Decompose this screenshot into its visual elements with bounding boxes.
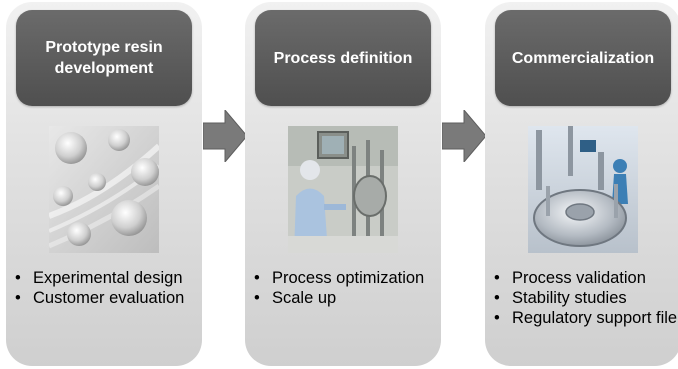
industrial-reactor-image [528, 126, 638, 253]
stage-header: Process definition [255, 10, 431, 106]
stage-header: Commercialization [495, 10, 671, 106]
lab-operator-image [288, 126, 398, 253]
resin-spheres-image [49, 126, 159, 253]
arrow-right-icon [203, 110, 247, 162]
stage-bullet-list: Experimental design Customer evaluation [12, 268, 200, 308]
stage-commercialization: Commercialization [485, 2, 678, 366]
list-item: Customer evaluation [12, 288, 200, 308]
stage-title: Prototype resin development [45, 39, 163, 77]
list-item: Process optimization [251, 268, 439, 288]
stage-prototype-resin-development: Prototype resin development [6, 2, 202, 366]
stage-process-definition: Process definition Process optimization … [245, 2, 441, 366]
stage-bullet-list: Process validation Stability studies Reg… [491, 268, 678, 328]
stage-title: Process definition [273, 49, 413, 67]
list-item: Stability studies [491, 288, 678, 308]
stage-bullet-list: Process optimization Scale up [251, 268, 439, 308]
arrow-right-icon [442, 110, 486, 162]
list-item: Regulatory support file [491, 308, 678, 328]
list-item: Experimental design [12, 268, 200, 288]
list-item: Scale up [251, 288, 439, 308]
list-item: Process validation [491, 268, 678, 288]
stage-title: Commercialization [511, 49, 655, 67]
stage-header: Prototype resin development [16, 10, 192, 106]
